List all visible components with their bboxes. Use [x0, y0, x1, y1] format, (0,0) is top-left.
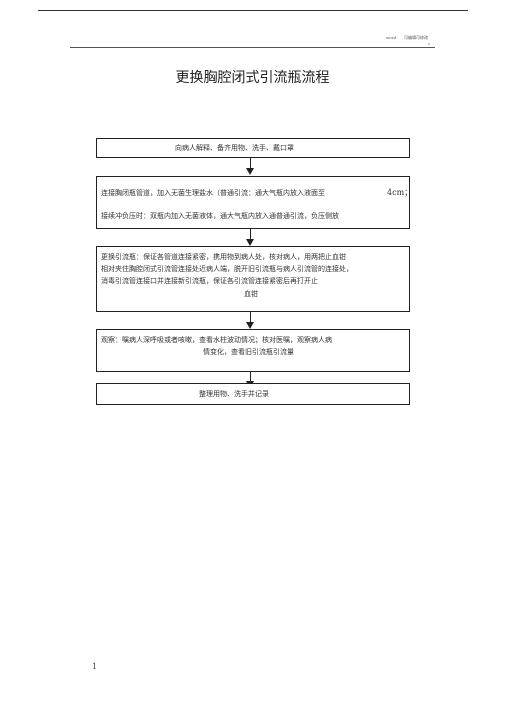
step-3-line-4: 血钳 [244, 290, 258, 298]
header-editable: 可编辑可修改 [404, 35, 428, 40]
connector-4 [250, 372, 251, 382]
step-3-line-2: 相对夹住胸腔闭式引流管连接处近病人端，脱开旧引流瓶与病人引流管的连接处， [101, 265, 353, 273]
header-word: word [386, 35, 397, 40]
header-rule [70, 47, 435, 48]
step-3-box: 更换引流瓶：保证各管道连接紧密，携用物到病人处，核对病人，用两把止血钳 相对夹住… [96, 246, 410, 312]
arrow-down-icon [246, 239, 254, 246]
step-3-line-3: 消毒引流管连接口并连接新引流瓶，保证各引流管连接紧密后再打开止 [101, 277, 318, 285]
step-5-box: 整理用物、洗手并记录 [96, 383, 410, 405]
step-1-text: 向病人解释、备齐用物、洗手、戴口罩 [175, 144, 294, 152]
step-2-line-2: 接续冲负压时：双瓶内加入无菌液体，通大气瓶内放入通普通引流，负压侧放 [101, 212, 339, 220]
arrow-down-icon [246, 168, 254, 175]
arrow-down-icon [246, 322, 254, 329]
step-4-line-1: 观察：嘱病人深呼吸或者咳嗽，查看水柱波动情况；核对医嘱，观察病人病 [101, 336, 332, 344]
step-5-text: 整理用物、洗手并记录 [199, 390, 269, 398]
connector-2 [250, 229, 251, 240]
header-rule-top [38, 10, 468, 11]
page-number: 1 [92, 662, 98, 671]
step-1-box: 向病人解释、备齐用物、洗手、戴口罩 [96, 138, 410, 158]
page-title: 更换胸腔闭式引流瓶流程 [175, 70, 330, 86]
connector-1 [250, 158, 251, 169]
step-2-box: 连接胸闭瓶管道，加入无菌生理盐水（普通引流：通大气瓶内放入液面至 4cm； 接续… [96, 176, 413, 229]
step-2-value: 4cm； [387, 188, 413, 197]
step-4-box: 观察：嘱病人深呼吸或者咳嗽，查看水柱波动情况；核对医嘱，观察病人病 情变化，查看… [96, 329, 410, 372]
connector-3 [250, 312, 251, 323]
step-2-line-1: 连接胸闭瓶管道，加入无菌生理盐水（普通引流：通大气瓶内放入液面至 [101, 189, 325, 197]
step-3-line-1: 更换引流瓶：保证各管道连接紧密，携用物到病人处，核对病人，用两把止血钳 [101, 253, 346, 261]
step-4-line-2: 情变化，查看旧引流瓶引流量 [203, 348, 294, 356]
header-mark: c [428, 41, 431, 46]
